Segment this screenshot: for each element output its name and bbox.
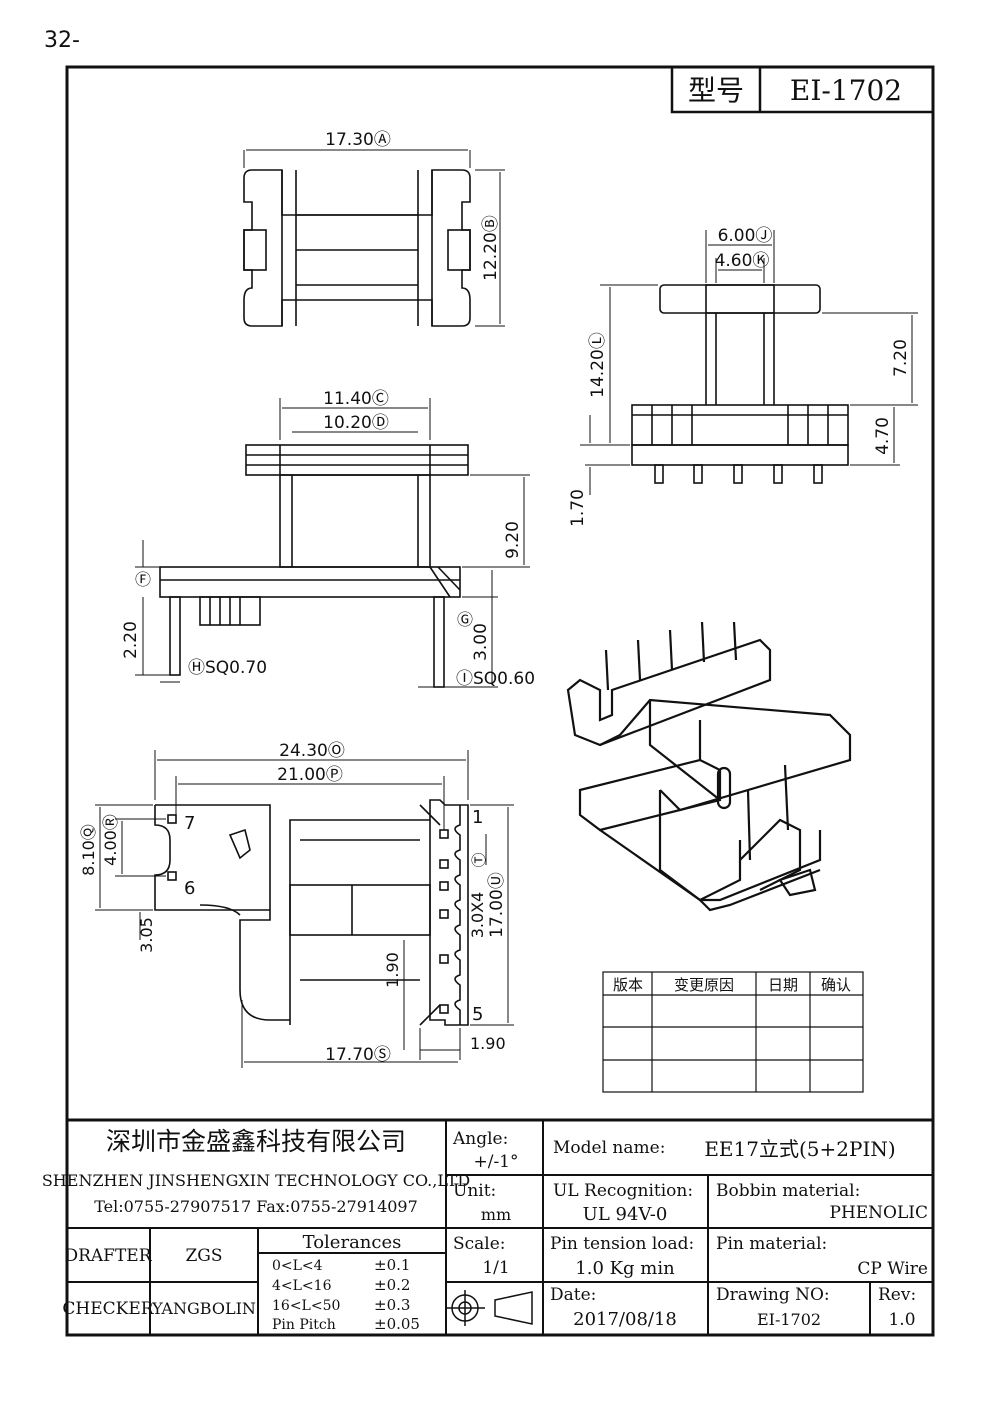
angle-label: Angle:: [452, 1129, 508, 1149]
dim-bottom-pitch: 3.0X4: [468, 892, 487, 939]
dim-bottom-q: 8.10Ⓠ: [79, 824, 98, 876]
date-label: Date:: [550, 1285, 596, 1305]
scale-value: 1/1: [482, 1258, 509, 1278]
tolerance-value: ±0.05: [374, 1315, 420, 1333]
dim-side-1-70: 1.70: [568, 489, 588, 527]
bobbin-material-value: PHENOLIC: [830, 1203, 929, 1223]
dim-front-2-20: 2.20: [121, 621, 141, 659]
title-block-grid: [67, 1118, 933, 1335]
rev-header-confirm: 确认: [821, 976, 851, 994]
rev-label: Rev:: [878, 1285, 916, 1305]
dim-front-3-00: 3.00: [471, 623, 491, 661]
drawing-frame: [65, 65, 935, 1337]
checker-value: YANGBOLIN: [151, 1299, 256, 1318]
dim-front-g: Ⓖ: [457, 610, 473, 629]
front-view: 11.40Ⓒ 10.20Ⓓ 9.20 Ⓣ Ⓕ 2.20 ⒽSQ0.70 Ⓖ 3.…: [121, 389, 535, 689]
model-value: EI-1702: [790, 74, 902, 107]
pin-tension-value: 1.0 Kg min: [575, 1258, 675, 1279]
pin-material-label: Pin material:: [716, 1234, 827, 1254]
dim-side-m: 7.20: [891, 339, 911, 377]
company-name-en: SHENZHEN JINSHENGXIN TECHNOLOGY CO.,LTD: [42, 1171, 470, 1190]
unit-label: Unit:: [453, 1181, 496, 1201]
ul-value: UL 94V-0: [583, 1204, 668, 1225]
scale-label: Scale:: [453, 1234, 506, 1254]
dim-side-k: 4.60Ⓚ: [715, 251, 770, 271]
tolerance-value: ±0.3: [374, 1296, 410, 1314]
dim-bottom-s: 17.70Ⓢ: [325, 1045, 391, 1065]
pin-material-value: CP Wire: [857, 1259, 928, 1279]
tolerance-value: ±0.2: [374, 1276, 410, 1294]
top-view: 17.30Ⓐ 12.20Ⓑ: [243, 130, 505, 327]
revision-table: [602, 971, 864, 1093]
dim-side-n: 4.70: [873, 417, 893, 455]
model-header: 型号 EI-1702: [670, 65, 935, 114]
dim-front-i-sq: ⒾSQ0.60: [456, 669, 535, 689]
date-value: 2017/08/18: [573, 1309, 677, 1330]
drafter-value: ZGS: [185, 1246, 222, 1266]
pin-6-label: 6: [184, 878, 195, 899]
company-contact: Tel:0755-27907517 Fax:0755-27914097: [94, 1197, 418, 1216]
drawing-no-label: Drawing NO:: [716, 1285, 830, 1305]
company-name-cn: 深圳市金盛鑫科技有限公司: [106, 1127, 406, 1156]
pin-tension-label: Pin tension load:: [550, 1234, 694, 1254]
dim-bottom-t: Ⓣ: [470, 852, 488, 867]
ul-label: UL Recognition:: [553, 1181, 693, 1201]
dim-top-height: 12.20Ⓑ: [481, 215, 501, 281]
dim-front-e: 9.20: [503, 521, 523, 559]
checker-label: CHECKER: [62, 1299, 154, 1319]
rev-header-reason: 变更原因: [674, 976, 734, 994]
dim-front-c: 11.40Ⓒ: [323, 389, 389, 409]
dim-bottom-p: 21.00Ⓟ: [277, 765, 343, 785]
tolerance-range: Pin Pitch: [272, 1317, 336, 1333]
bobbin-material-label: Bobbin material:: [716, 1181, 860, 1201]
bottom-view: 24.30Ⓞ 21.00Ⓟ 8.10Ⓠ 4.00Ⓡ 3.05 7 6 1 5 1…: [79, 741, 514, 1068]
dim-front-f: Ⓕ: [135, 570, 151, 589]
angle-value: +/-1°: [473, 1152, 518, 1172]
dim-bottom-3-05: 3.05: [137, 917, 156, 953]
dim-bottom-o: 24.30Ⓞ: [279, 741, 345, 761]
tolerances-label: Tolerances: [303, 1232, 402, 1253]
model-name-value: EE17立式(5+2PIN): [704, 1137, 895, 1161]
tolerance-range: 4<L<16: [272, 1278, 332, 1294]
dim-top-width: 17.30Ⓐ: [325, 130, 391, 150]
isometric-view: [566, 621, 852, 912]
rev-header-version: 版本: [613, 976, 643, 994]
rev-value: 1.0: [888, 1310, 915, 1330]
page-number: 32-: [44, 28, 80, 53]
projection-symbol: [445, 1290, 533, 1326]
dim-bottom-1-90a: 1.90: [383, 952, 402, 988]
tolerance-range: 0<L<4: [272, 1258, 323, 1274]
rev-header-date: 日期: [768, 976, 798, 994]
side-view: 6.00Ⓙ 4.60Ⓚ 14.20Ⓛ 1.70 7.20 4.70: [568, 226, 918, 527]
drafter-label: DRAFTER: [64, 1246, 152, 1266]
dim-bottom-1-90b: 1.90: [470, 1034, 506, 1053]
unit-value: mm: [481, 1205, 511, 1224]
dim-side-j: 6.00Ⓙ: [718, 226, 773, 246]
pin-7-label: 7: [184, 813, 195, 834]
dim-bottom-r: 4.00Ⓡ: [101, 814, 120, 866]
dim-bottom-u: 17.00Ⓤ: [487, 872, 507, 938]
pin-5-label: 5: [472, 1004, 483, 1025]
model-label: 型号: [688, 74, 744, 107]
model-name-label: Model name:: [553, 1138, 665, 1158]
dim-front-d: 10.20Ⓓ: [323, 413, 389, 433]
tolerance-value: ±0.1: [374, 1256, 410, 1274]
dim-side-l: 14.20Ⓛ: [588, 332, 608, 398]
drawing-no-value: EI-1702: [757, 1310, 821, 1329]
tolerance-range: 16<L<50: [272, 1298, 340, 1314]
dim-front-h-sq: ⒽSQ0.70: [188, 658, 267, 678]
pin-1-label: 1: [472, 807, 483, 828]
